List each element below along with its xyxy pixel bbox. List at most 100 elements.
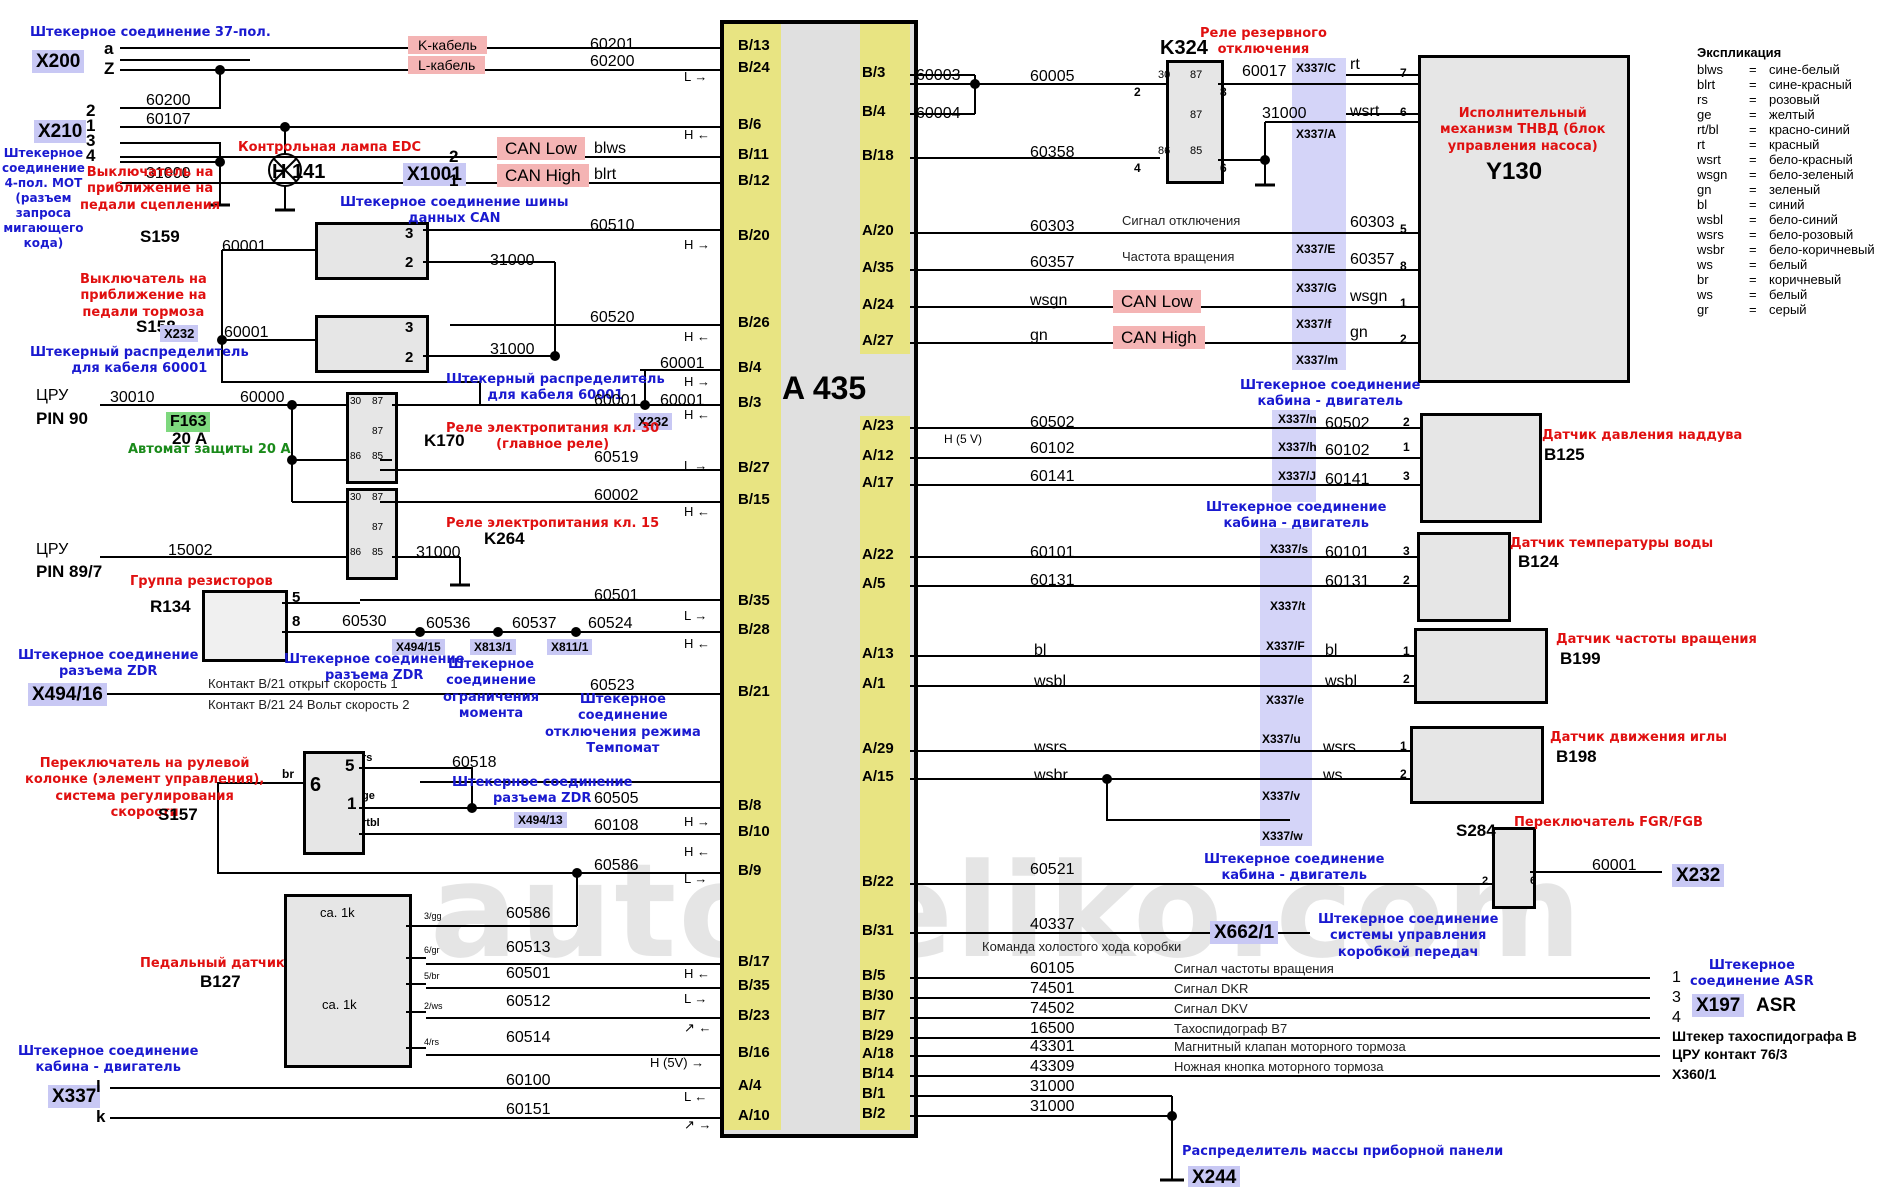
r134-pin-5: 5: [292, 589, 301, 606]
wire-60003: 60003: [916, 67, 961, 84]
k324-ref: K324: [1160, 37, 1208, 59]
ecu-right-pin-label: B/29: [862, 1027, 894, 1044]
wire-60201: 60201: [590, 36, 635, 53]
junction-dot: [571, 627, 581, 637]
f163-rating: 20 A: [172, 429, 208, 448]
x337-desc-2: Штекерное соединение кабина - двигатель: [1206, 500, 1387, 532]
wire-30010: 30010: [110, 389, 155, 406]
x337-desc-3: Штекерное соединение кабина - двигатель: [1204, 852, 1385, 884]
b198-pin-2: 2: [1400, 767, 1407, 781]
junction-dot: [1260, 155, 1270, 165]
junction-dot: [1167, 1111, 1177, 1121]
b127-wire: 60512: [506, 993, 551, 1010]
b127-pin: 2/ws: [424, 1001, 443, 1011]
wire-60017: 60017: [1242, 63, 1287, 80]
legend-item: wsbr=бело-коричневый: [1697, 242, 1875, 257]
b125-wire-left: 60102: [1030, 440, 1075, 457]
wire-60510: 60510: [590, 217, 635, 234]
ecu-right-pin-label: B/14: [862, 1065, 894, 1082]
pin897-ref: PIN 89/7: [36, 562, 103, 581]
legend-meaning: белый: [1769, 257, 1808, 272]
wire: [644, 369, 720, 405]
b124-wire-right: 60131: [1325, 573, 1370, 590]
legend-code: ge: [1697, 107, 1712, 122]
ecu-left-pin-label: B/6: [738, 116, 762, 133]
legend-meaning: бело-коричневый: [1769, 242, 1875, 257]
ecu-left-pin-label: B/3: [738, 394, 762, 411]
ecu-right-pin-label: A/23: [862, 417, 894, 434]
b125-desc: Датчик давления наддува: [1542, 428, 1743, 443]
legend-equals: =: [1749, 152, 1757, 167]
wire-ws: ws: [1323, 767, 1343, 784]
x337-band-1: [1292, 58, 1346, 370]
y130-pin: 1: [1400, 296, 1407, 310]
lamp-icon: [273, 158, 297, 182]
legend-meaning: красно-синий: [1769, 122, 1850, 137]
b199-wire-right: bl: [1325, 642, 1338, 659]
wire-60501: 60501: [594, 587, 639, 604]
wire-blrt: blrt: [594, 166, 617, 183]
b124-x337-tag: X337/s: [1270, 542, 1309, 556]
legend-item: ge=желтый: [1697, 107, 1875, 122]
s284-desc: Переключатель FGR/FGB: [1514, 815, 1703, 830]
legend-meaning: бело-розовый: [1769, 227, 1854, 242]
b127-wire: 60501: [506, 965, 551, 982]
b124-desc: Датчик температуры воды: [1510, 536, 1714, 551]
color-rs: rs: [362, 752, 373, 764]
k324-desc: Реле резервного отключения: [1200, 26, 1327, 58]
wire-31000: 31000: [490, 252, 535, 269]
b125-ref: B125: [1544, 445, 1585, 464]
bottom-wire-number: 43309: [1030, 1058, 1075, 1075]
x210-pin: 3: [86, 131, 96, 150]
ecu-left-pin-column: [724, 24, 781, 1130]
bottom-wire-number: 43301: [1030, 1038, 1075, 1055]
k264-terminal: 87: [372, 522, 384, 533]
b198-pin-1: 1: [1400, 739, 1407, 753]
b199-x337-tag: X337/F: [1266, 639, 1305, 653]
bottom-wire-signal: Тахоспидограф B7: [1174, 1021, 1288, 1036]
x337-wire: gn: [1350, 324, 1368, 341]
legend-meaning: сине-красный: [1769, 77, 1852, 92]
b199-pin: 2: [1403, 672, 1410, 686]
legend-equals: =: [1749, 122, 1757, 137]
ecu-right-pin-label: B/3: [862, 64, 886, 81]
s158-desc: Выключатель на приближение на педали тор…: [80, 272, 207, 320]
b127-wire: 60586: [506, 905, 551, 922]
signal-direction-icon: H (5V) →: [650, 1055, 705, 1070]
x337-tag: X337/G: [1296, 281, 1337, 295]
x337-tag: X337/E: [1296, 242, 1336, 256]
color-br: br: [282, 767, 294, 781]
k324-terminal: 30: [1158, 69, 1171, 81]
x210-desc: Штекерное соединение 4-пол. МОТ (разъем …: [2, 146, 85, 250]
legend-meaning: зеленый: [1769, 182, 1821, 197]
b198-x337-tag: X337/u: [1262, 732, 1301, 746]
k170-terminal: 87: [372, 396, 384, 407]
wire-40337: 40337: [1030, 916, 1075, 933]
y130-pin: 7: [1400, 66, 1407, 80]
wire-60521: 60521: [1030, 861, 1075, 878]
legend-item: ws=белый: [1697, 257, 1875, 272]
legend-code: br: [1697, 272, 1709, 287]
legend-item: wsrs=бело-розовый: [1697, 227, 1875, 242]
x232-tag-2: X232: [634, 413, 673, 430]
b127-wire: 60514: [506, 1029, 551, 1046]
ecu-right-pin-label: A/12: [862, 447, 894, 464]
color-rtbl: rtbl: [362, 817, 380, 829]
pin90-ref: PIN 90: [36, 409, 88, 428]
wire-60000: 60000: [240, 389, 285, 406]
bottom-wire-signal: Сигнал DKR: [1174, 981, 1249, 996]
b125-x337-tag: X337/h: [1278, 440, 1317, 454]
signal-direction-icon: L →: [684, 608, 708, 623]
r134-resistor-group: [202, 590, 288, 662]
ecu-right-pin-label: B/2: [862, 1105, 886, 1122]
legend-meaning: розовый: [1769, 92, 1820, 107]
x197-pin: 1: [1672, 969, 1681, 986]
k264-terminal: 85: [372, 547, 384, 558]
x1001-tag: X1001: [403, 163, 466, 186]
b199-pin: 1: [1403, 644, 1410, 658]
x337-pin-k: k: [96, 1107, 106, 1126]
ecu-left-pin-label: B/24: [738, 59, 770, 76]
bottom-wire-signal: Магнитный клапан моторного тормоза: [1174, 1039, 1406, 1054]
ecu-right-pin-column-top: [860, 24, 910, 354]
